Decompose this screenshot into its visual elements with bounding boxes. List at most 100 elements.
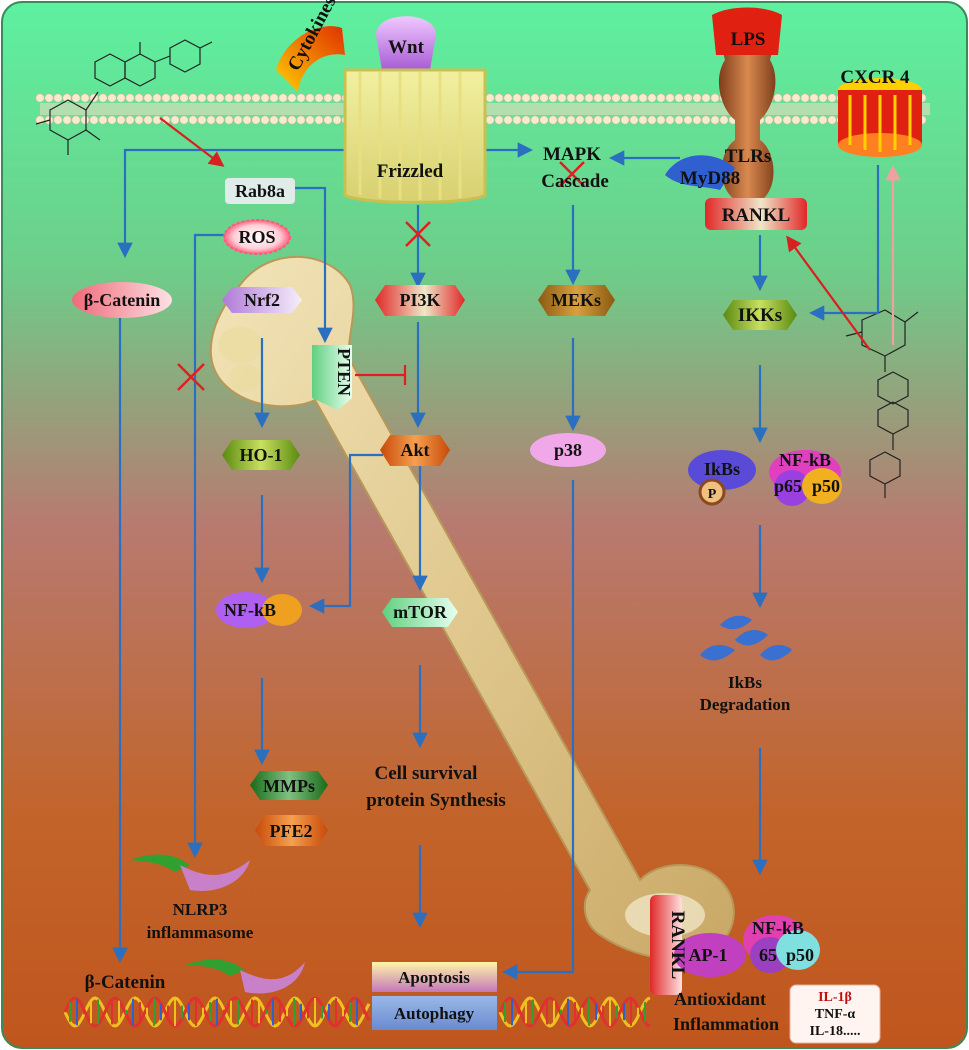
ho1-shape — [222, 440, 300, 470]
arrow-rab8a-to-pten — [292, 186, 333, 344]
autophagy-box — [372, 996, 497, 1030]
lipid-head — [125, 115, 135, 125]
lipid-head — [557, 115, 567, 125]
lipid-head — [233, 93, 243, 103]
lipid-head — [170, 93, 180, 103]
lipid-head — [638, 115, 648, 125]
lipid-head — [188, 115, 198, 125]
arrow-molecule-to-rab8a — [159, 117, 225, 167]
inhibit-pten-to-akt — [355, 365, 407, 385]
lipid-head — [485, 115, 495, 125]
lipid-head — [143, 93, 153, 103]
lipid-head — [503, 93, 513, 103]
lipid-head — [278, 93, 288, 103]
cytokine-box — [789, 984, 881, 1044]
ros-burst — [223, 219, 291, 255]
lipid-head — [242, 93, 252, 103]
arrow-cxcr4-to-ikks — [808, 165, 880, 321]
lipid-head — [620, 93, 630, 103]
lipid-head — [332, 93, 342, 103]
apoptosis-label: Apoptosis — [398, 968, 470, 987]
lipid-head — [35, 93, 45, 103]
lipid-head — [629, 93, 639, 103]
lipid-head — [269, 93, 279, 103]
lipid-head — [242, 115, 252, 125]
lipid-head — [782, 115, 792, 125]
apoptosis-box — [372, 962, 497, 992]
lipid-head — [206, 115, 216, 125]
lipid-head — [98, 115, 108, 125]
dna-helix — [63, 996, 651, 1028]
mmps-label: MMPs — [263, 776, 315, 796]
ikbs-degradation-label-1: IkBs — [728, 673, 762, 692]
lipid-head — [656, 93, 666, 103]
rab8a-label: Rab8a — [235, 181, 285, 201]
lipid-head — [116, 93, 126, 103]
p65-label: p65 — [774, 476, 802, 496]
rankl-top-box — [705, 198, 807, 230]
lipid-head — [278, 115, 288, 125]
akt-shape — [380, 435, 450, 466]
lipid-head — [152, 115, 162, 125]
lipid-head — [539, 93, 549, 103]
lipid-head — [53, 93, 63, 103]
meks-label: MEKs — [551, 290, 601, 310]
lipid-head — [215, 93, 225, 103]
p38-shape — [530, 433, 606, 467]
lipid-head — [80, 115, 90, 125]
cell-survival-label-2: protein Synthesis — [366, 790, 506, 811]
arrow-ros-to-nlrp3 — [187, 233, 225, 859]
myd88-shape — [665, 155, 735, 190]
lipid-head — [305, 115, 315, 125]
frizzled-label: Frizzled — [377, 161, 444, 182]
lipid-head — [296, 115, 306, 125]
flavonoid-molecule-left — [35, 39, 213, 155]
ho1-label: HO-1 — [240, 445, 283, 465]
lipid-head — [494, 93, 504, 103]
lipid-head — [665, 115, 675, 125]
lipid-head — [269, 115, 279, 125]
lipid-head — [683, 93, 693, 103]
lipid-head — [575, 93, 585, 103]
cell-survival-label-1: Cell survival — [375, 763, 478, 784]
lipid-head — [602, 115, 612, 125]
lipid-head — [620, 115, 630, 125]
lipid-head — [530, 115, 540, 125]
p65-bottom-label: 65 — [759, 945, 777, 965]
lipid-head — [575, 115, 585, 125]
pathway-arrows — [112, 117, 901, 980]
p50-bottom-shape — [776, 930, 820, 970]
arrow-molecule-to-beta-catenin — [117, 148, 345, 259]
pten-label: PTEN — [334, 348, 354, 396]
meks-shape — [538, 285, 615, 316]
lipid-head — [62, 115, 72, 125]
arrow-p38-to-apoptosis — [501, 480, 575, 980]
lipid-head — [287, 93, 297, 103]
node-shapes — [72, 178, 881, 1044]
lipid-head — [647, 93, 657, 103]
p50-label: p50 — [812, 476, 840, 496]
lipid-head — [548, 115, 558, 125]
lipid-head — [305, 93, 315, 103]
lipid-head — [251, 93, 261, 103]
lipid-head — [611, 115, 621, 125]
tlrs-label: TLRs — [725, 146, 771, 167]
beta-catenin-ribbon — [185, 959, 305, 994]
lipid-head — [197, 115, 207, 125]
lipid-head — [260, 115, 270, 125]
nfkb-bottom-label: NF-kB — [752, 918, 804, 938]
ros-label: ROS — [238, 227, 275, 247]
ikbs-fragments — [700, 615, 792, 661]
lipid-head — [494, 115, 504, 125]
rab8a-box — [225, 178, 295, 204]
lipid-head — [692, 93, 702, 103]
nlrp3-label-1: NLRP3 — [173, 900, 228, 919]
lipid-head — [116, 115, 126, 125]
nfkb-mid-shape-1 — [216, 592, 276, 628]
cross-nrf2 — [177, 363, 205, 391]
tlrs-receptor — [712, 7, 782, 200]
lipid-head — [512, 115, 522, 125]
myd88-label: MyD88 — [680, 168, 740, 189]
lipid-head — [89, 115, 99, 125]
beta-catenin-top-label: β-Catenin — [84, 290, 160, 310]
